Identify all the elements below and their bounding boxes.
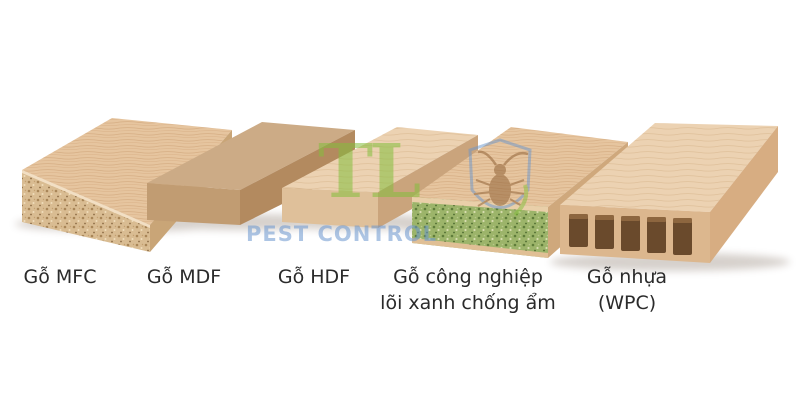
label-mfc-text: Gỗ MFC [23, 266, 97, 288]
label-mfc: Gỗ MFC [14, 264, 106, 290]
hdf-block [282, 127, 478, 228]
label-wpc-line2: (WPC) [597, 292, 657, 314]
watermark-brand-text: PEST CONTROL [246, 222, 438, 246]
label-green-core-line1: Gỗ công nghiệp [393, 266, 543, 288]
label-hdf-text: Gỗ HDF [277, 266, 351, 288]
label-wpc-line1: Gỗ nhựa [586, 266, 668, 288]
shield-beetle-icon [468, 138, 532, 217]
wpc-hollow-chambers [569, 214, 692, 255]
label-mdf: Gỗ MDF [138, 264, 230, 290]
label-wpc: Gỗ nhựa (WPC) [572, 264, 682, 316]
mdf-block [147, 122, 355, 225]
wpc-block [560, 123, 778, 263]
label-green-core-line2: lõi xanh chống ẩm [380, 292, 556, 314]
label-hdf: Gỗ HDF [268, 264, 360, 290]
watermark-logo-letters: TL [318, 129, 421, 215]
label-green-core: Gỗ công nghiệp lõi xanh chống ẩm [362, 264, 574, 316]
label-mdf-text: Gỗ MDF [146, 266, 222, 288]
